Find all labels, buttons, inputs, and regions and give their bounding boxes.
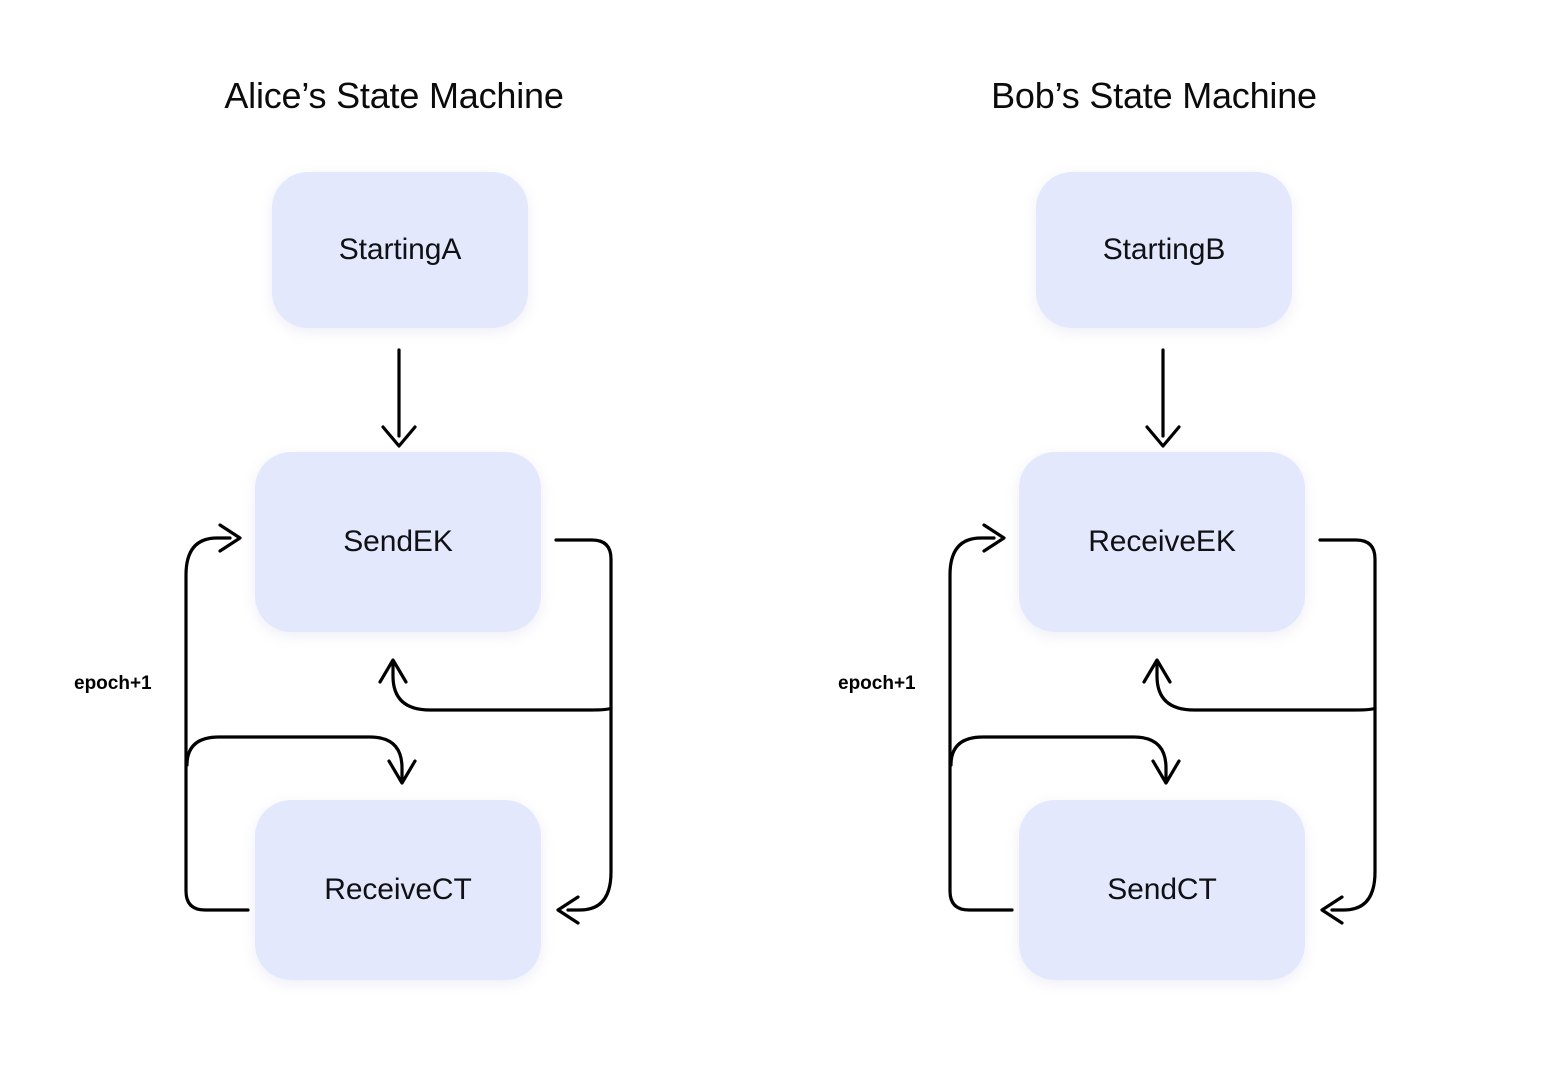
node-receiveEK[interactable]: ReceiveEK	[1019, 452, 1305, 632]
node-label: SendEK	[343, 525, 453, 558]
state-machine-bob: Bob’s State Machine	[764, 0, 1544, 1070]
node-label: ReceiveCT	[324, 873, 472, 906]
edge-sendCT-to-receiveEK-outer-left	[948, 523, 1014, 912]
node-label: StartingA	[338, 233, 462, 266]
edge-inner-sendEK-to-receiveCT	[185, 735, 417, 785]
node-label: StartingB	[1102, 233, 1226, 266]
edge-label-epoch-bob: epoch+1	[838, 673, 916, 694]
state-machine-alice: Alice’s State Machine	[74, 75, 613, 980]
node-startingB[interactable]: StartingB	[1036, 172, 1292, 328]
edge-inner-sendCT-to-receiveEK	[1142, 658, 1377, 712]
edge-inner-receiveCT-to-sendEK	[378, 658, 613, 712]
edge-sendEK-to-receiveCT-outer-right	[554, 538, 613, 925]
edge-inner-receiveEK-to-sendCT	[949, 735, 1181, 785]
node-receiveCT[interactable]: ReceiveCT	[255, 800, 541, 980]
node-sendEK[interactable]: SendEK	[255, 452, 541, 632]
edge-receiveEK-to-sendCT-outer-right	[1318, 538, 1377, 925]
node-sendCT[interactable]: SendCT	[1019, 800, 1305, 980]
edge-label-epoch-alice: epoch+1	[74, 673, 152, 694]
machine-title-bob: Bob’s State Machine	[991, 75, 1317, 116]
node-label: ReceiveEK	[1088, 525, 1236, 558]
edge-startingB-to-receiveEK	[1145, 348, 1181, 448]
node-startingA[interactable]: StartingA	[272, 172, 528, 328]
node-label: SendCT	[1107, 873, 1217, 906]
edge-receiveCT-to-sendEK-outer-left	[184, 523, 250, 912]
machine-title-alice: Alice’s State Machine	[224, 75, 564, 116]
edge-startingA-to-sendEK	[381, 348, 417, 448]
